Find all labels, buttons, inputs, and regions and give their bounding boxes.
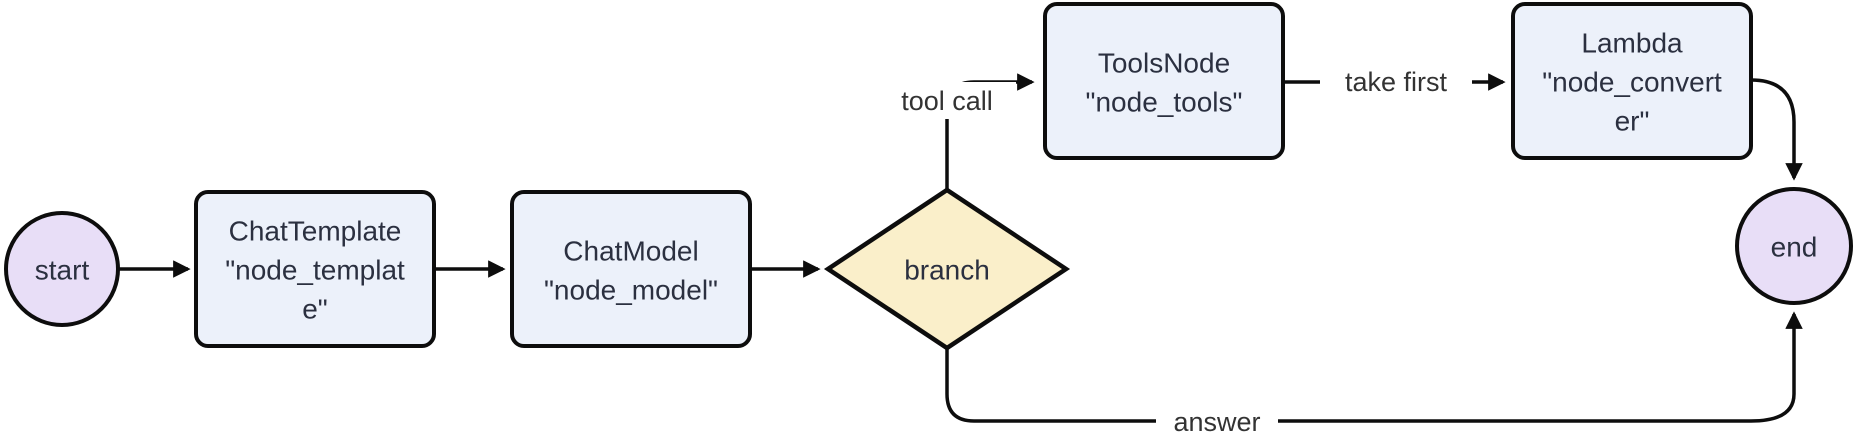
- node-tools-node-line2: "node_tools": [1086, 87, 1243, 118]
- tools-node-box: [1043, 2, 1285, 160]
- edge-label-answer: answer: [1156, 403, 1278, 440]
- node-lambda-line3: er": [1615, 106, 1650, 137]
- node-chat-template: ChatTemplate "node_templat e": [194, 190, 436, 348]
- node-tools-node-line1: ToolsNode: [1098, 48, 1230, 79]
- node-chat-model-line2: "node_model": [544, 275, 718, 306]
- node-end: end: [1735, 187, 1853, 305]
- node-end-label: end: [1771, 232, 1818, 263]
- edge-branch-to-end: [945, 311, 1803, 423]
- lambda-box: [1511, 2, 1753, 160]
- node-lambda-line1: Lambda: [1581, 28, 1683, 59]
- node-chat-template-line1: ChatTemplate: [229, 216, 402, 247]
- node-start: start: [4, 211, 120, 327]
- edge-label-text: answer: [1173, 407, 1260, 437]
- node-lambda-line2: "node_convert: [1542, 67, 1722, 98]
- node-chat-template-line3: e": [302, 294, 328, 325]
- node-lambda: Lambda "node_convert er": [1511, 2, 1753, 160]
- node-start-label: start: [35, 255, 90, 286]
- edge-lambda-to-end: [1750, 78, 1803, 181]
- chat-template-box: [194, 190, 436, 348]
- chat-model-box: [510, 190, 752, 348]
- edge-label-bg: [880, 82, 1016, 119]
- node-branch-label: branch: [904, 255, 990, 286]
- start-circle: [4, 211, 120, 327]
- edge-label-text: tool call: [901, 86, 993, 116]
- node-tools-node: ToolsNode "node_tools": [1043, 2, 1285, 160]
- node-chat-model-line1: ChatModel: [563, 236, 698, 267]
- edge-label-tool-call: tool call: [880, 82, 1016, 119]
- edge-label-text: take first: [1345, 67, 1448, 97]
- node-branch: branch: [823, 187, 1071, 351]
- node-chat-model: ChatModel "node_model": [510, 190, 752, 348]
- branch-diamond: [823, 187, 1071, 351]
- node-chat-template-line2: "node_templat: [225, 255, 405, 286]
- edge-label-bg: [1156, 403, 1278, 440]
- edge-label-take-first: take first: [1320, 63, 1472, 100]
- edge-label-bg: [1320, 63, 1472, 100]
- end-circle: [1735, 187, 1853, 305]
